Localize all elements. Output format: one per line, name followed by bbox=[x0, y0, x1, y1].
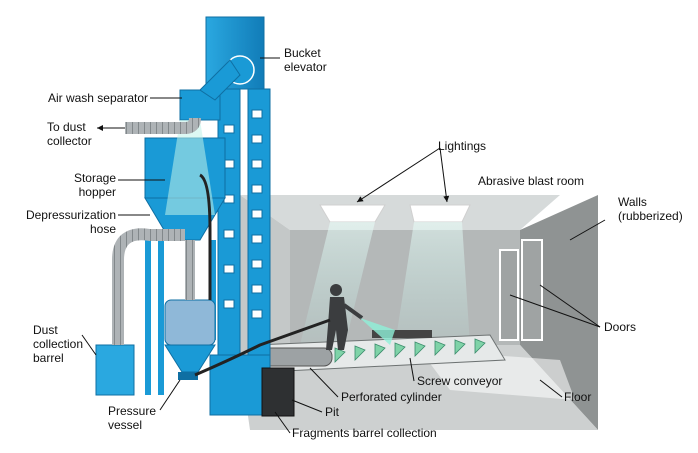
label-floor: Floor bbox=[564, 390, 592, 404]
separator-hopper bbox=[144, 59, 241, 395]
elevator-buckets bbox=[223, 109, 263, 319]
light-panel-2 bbox=[409, 204, 471, 223]
screw-flights bbox=[334, 338, 486, 363]
label-abrasive-blast-room: Abrasive blast room bbox=[478, 174, 585, 188]
room-ceiling bbox=[240, 195, 560, 230]
label-doors: Doors bbox=[604, 320, 637, 334]
depressurization-hose bbox=[199, 173, 212, 300]
label-air-wash-separator: Air wash separator bbox=[47, 91, 148, 105]
separator-chute bbox=[199, 59, 241, 101]
to-dust-collector-hose bbox=[125, 117, 201, 134]
door-1 bbox=[499, 249, 519, 341]
label-screw-conveyor: Screw conveyor bbox=[417, 374, 503, 388]
light-beam-1 bbox=[300, 222, 375, 345]
label-pressure-vessel: Pressure vessel bbox=[108, 404, 157, 432]
hopper-leg-1 bbox=[145, 240, 151, 395]
light-panel-1 bbox=[319, 204, 386, 223]
hopper-leg-3 bbox=[210, 240, 216, 340]
label-to-dust-collector: To dust collector bbox=[47, 120, 92, 148]
label-pit: Pit bbox=[325, 405, 340, 419]
hopper-glow bbox=[165, 120, 215, 215]
perforated-cylinder bbox=[261, 347, 333, 367]
dust-hose bbox=[112, 228, 185, 345]
label-depressurization-hose: Depressurization hose bbox=[25, 208, 116, 236]
label-dust-collection-barrel: Dust collection barrel bbox=[33, 323, 84, 365]
light-beam-2 bbox=[395, 222, 470, 345]
leader-lines bbox=[81, 57, 606, 434]
blast-spray bbox=[360, 318, 395, 345]
pit bbox=[261, 367, 295, 417]
label-bucket-elevator: Bucket elevator bbox=[284, 46, 327, 74]
label-perforated-cylinder: Perforated cylinder bbox=[341, 390, 442, 404]
label-fragments-barrel-collection: Fragments barrel collection bbox=[292, 426, 437, 440]
blast-hose bbox=[194, 318, 331, 377]
hoses bbox=[112, 117, 331, 377]
part-on-conveyor bbox=[372, 330, 432, 338]
operator-figure bbox=[326, 284, 395, 350]
door-2 bbox=[521, 239, 543, 341]
label-lightings: Lightings bbox=[438, 139, 487, 153]
label-walls: Walls (rubberized) bbox=[618, 195, 683, 223]
label-storage-hopper: Storage hopper bbox=[73, 171, 116, 199]
bucket-elevator bbox=[205, 16, 295, 417]
dust-collection-barrel bbox=[95, 344, 135, 396]
hopper-leg-2 bbox=[158, 240, 164, 395]
